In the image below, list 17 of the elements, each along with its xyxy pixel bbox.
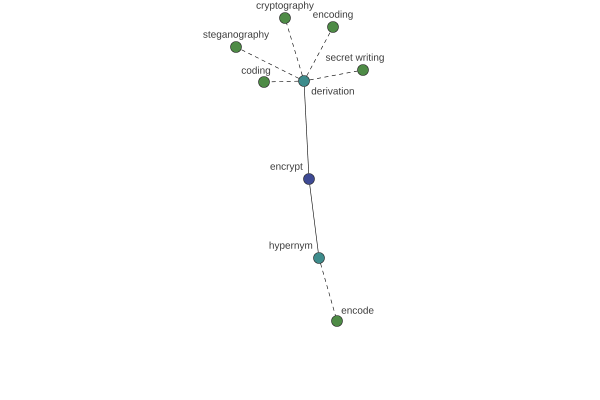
word-label: steganography	[203, 30, 270, 40]
word-label: encoding	[313, 10, 353, 20]
connector-line	[309, 70, 358, 80]
connector-line	[309, 184, 319, 253]
connector-line	[286, 23, 303, 76]
connector-line	[306, 32, 331, 76]
word-label: derivation	[312, 87, 354, 95]
word-label: secret writing	[326, 53, 384, 63]
word-label: encode	[342, 306, 374, 314]
word-label: encrypt	[270, 163, 303, 172]
word-label: hypernym	[270, 241, 312, 251]
word-label: coding	[242, 66, 270, 76]
connector-line	[320, 263, 336, 316]
connector-line	[240, 49, 300, 79]
connector-line	[304, 86, 309, 174]
connector-line	[270, 80, 298, 82]
word-label: cryptography	[256, 1, 314, 11]
